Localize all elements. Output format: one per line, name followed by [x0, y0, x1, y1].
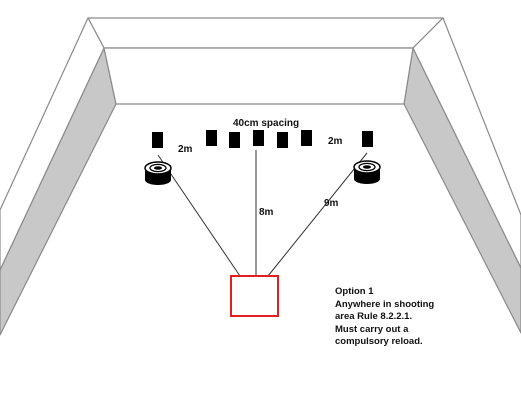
note-line: area Rule 8.2.2.1.: [335, 311, 413, 322]
note-line: Anywhere in shooting: [335, 298, 435, 310]
line-left: [157, 154, 241, 277]
right-wall-top: [412, 17, 521, 269]
range-berm: [0, 17, 521, 336]
shooting-box: [230, 275, 279, 317]
option-note: Option 1 Anywhere in shooting area Rule …: [335, 286, 485, 349]
steel-target-icon: [229, 132, 240, 148]
steel-target-icon: [277, 132, 288, 148]
distance-right-label: 2m: [328, 136, 343, 147]
line-right: [267, 152, 368, 277]
left-wall-top: [0, 17, 105, 271]
steel-target-icon: [301, 130, 312, 146]
steel-target-icon: [152, 132, 163, 148]
note-line: Option 1: [335, 286, 374, 297]
back-wall-face: [103, 47, 414, 105]
barrel-icon: [144, 161, 172, 185]
steel-targets: [152, 130, 373, 148]
distance-diagonal-label: 9m: [324, 198, 339, 209]
distance-center-label: 8m: [259, 207, 274, 218]
distance-left-label: 2m: [178, 144, 193, 155]
note-line: Must carry out a: [335, 323, 409, 335]
back-wall-top: [87, 17, 444, 49]
spacing-label: 40cm spacing: [233, 118, 299, 129]
barrel-icon: [353, 160, 381, 184]
steel-target-icon: [253, 130, 264, 146]
distance-lines: [157, 150, 368, 277]
steel-target-icon: [362, 131, 373, 147]
steel-target-icon: [206, 130, 217, 146]
note-line: compulsory reload.: [335, 336, 423, 347]
